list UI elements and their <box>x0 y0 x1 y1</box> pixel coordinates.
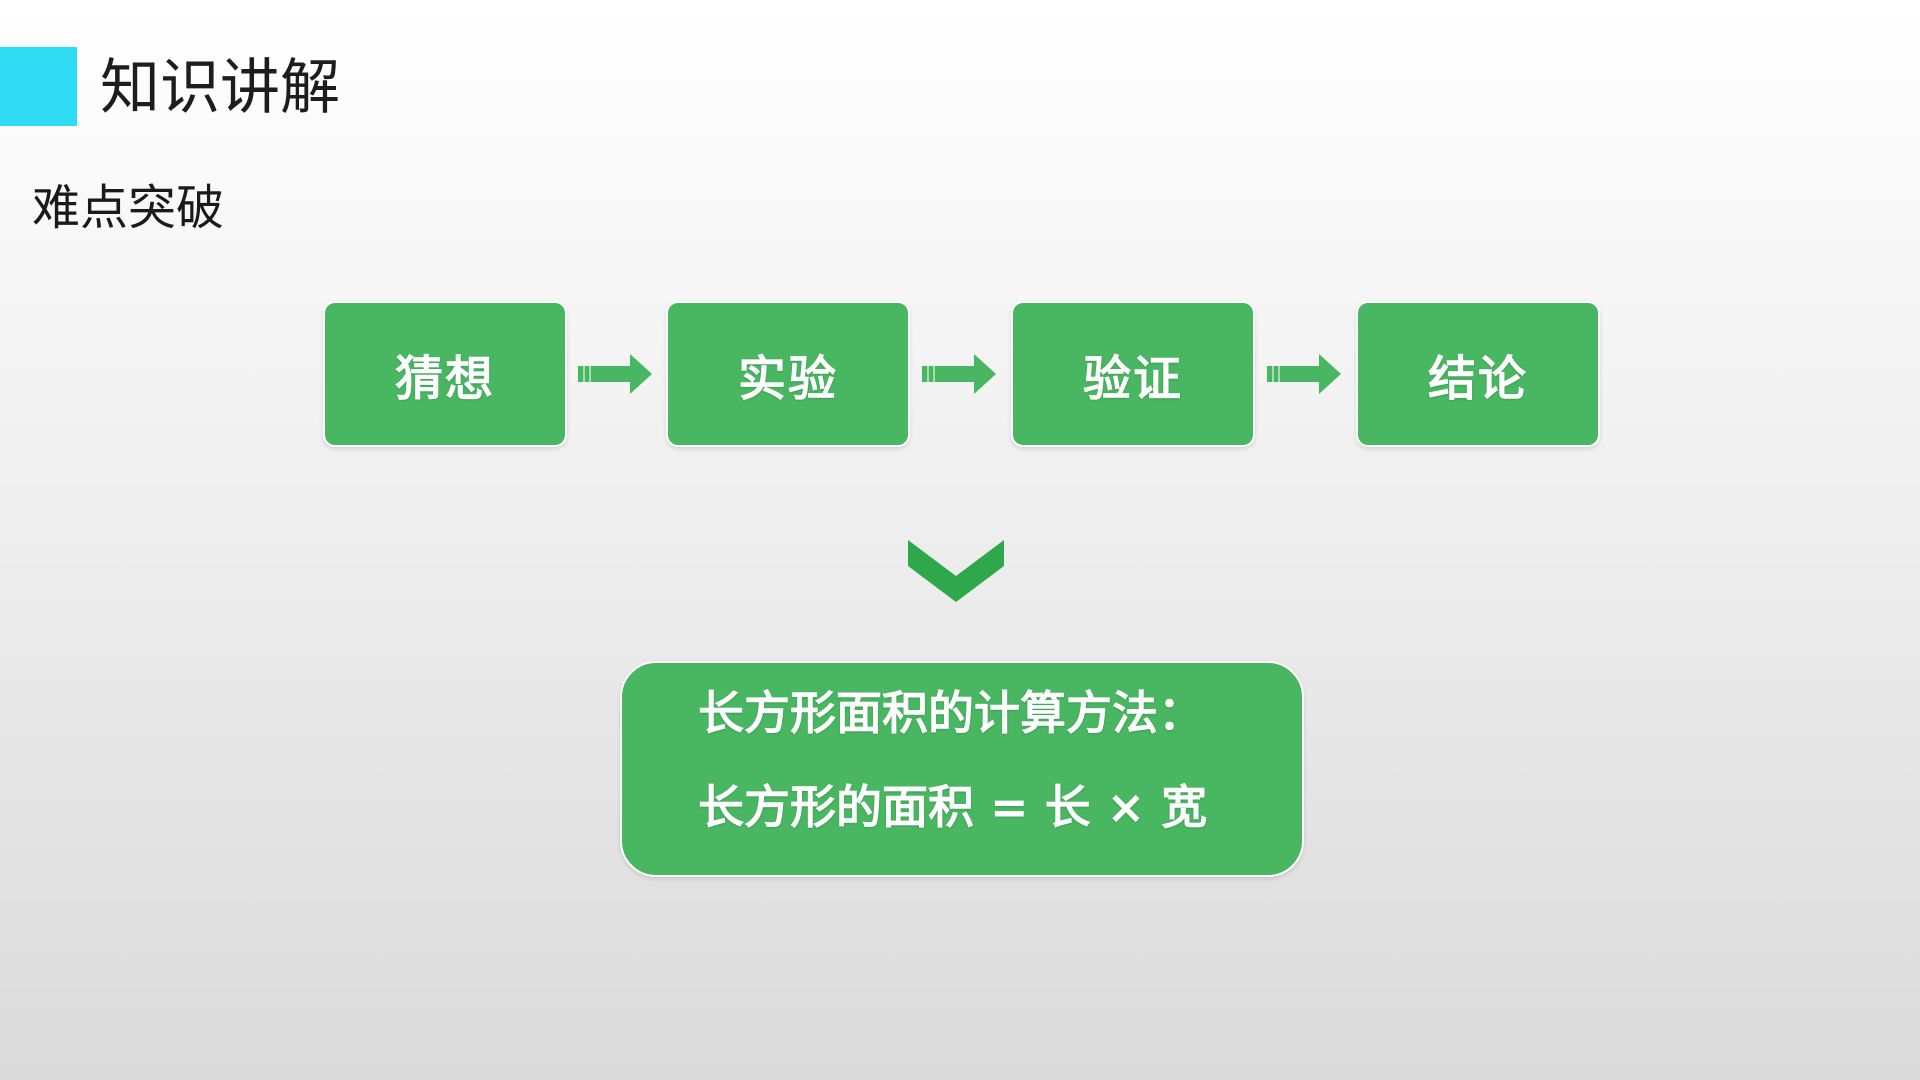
chevron-down-icon <box>908 540 1004 602</box>
right-arrow-icon <box>578 354 652 394</box>
flow-step-label: 猜想 <box>394 351 495 407</box>
page-title: 知识讲解 <box>100 53 340 123</box>
flow-step-verify: 验证 <box>1011 301 1255 447</box>
section-subtitle: 难点突破 <box>32 180 225 236</box>
flow-step-guess: 猜想 <box>323 301 567 447</box>
result-heading: 长方形面积的计算方法： <box>698 686 1204 740</box>
right-arrow-icon <box>922 354 996 394</box>
flow-step-label: 结论 <box>1427 351 1528 407</box>
title-accent-bar <box>0 47 77 126</box>
area-formula: 长方形的面积 = 长 × 宽 <box>698 780 1208 834</box>
flow-step-label: 实验 <box>737 351 838 407</box>
flow-step-experiment: 实验 <box>666 301 910 447</box>
result-box: 长方形面积的计算方法： 长方形的面积 = 长 × 宽 <box>620 661 1304 877</box>
right-arrow-icon <box>1267 354 1341 394</box>
flow-step-conclusion: 结论 <box>1356 301 1600 447</box>
flow-step-label: 验证 <box>1082 351 1183 407</box>
